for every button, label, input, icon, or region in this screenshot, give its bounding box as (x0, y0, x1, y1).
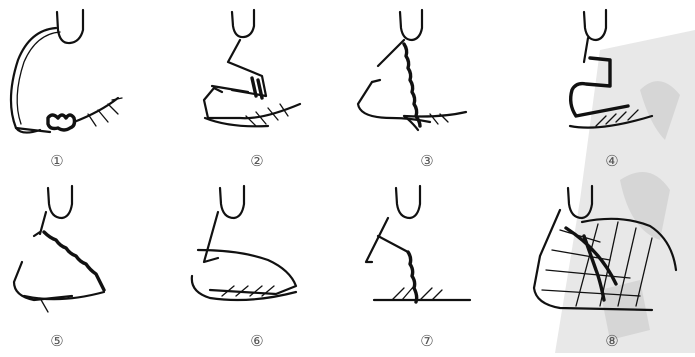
panel-label-5: ⑤ (37, 332, 77, 350)
panel-label-4: ④ (592, 152, 632, 170)
diagram-panel-5 (14, 186, 104, 312)
diagram-panel-6 (192, 186, 296, 300)
panel-label-3: ③ (407, 152, 447, 170)
panel-label-2: ② (237, 152, 277, 170)
diagram-panel-3 (358, 10, 466, 130)
diagram-panel-7 (366, 186, 470, 302)
panel-label-6: ⑥ (237, 332, 277, 350)
panel-label-8: ⑧ (592, 332, 632, 350)
panel-label-1: ① (37, 152, 77, 170)
panel-label-7: ⑦ (407, 332, 447, 350)
diagram-panel-1 (11, 10, 122, 133)
diagram-panel-2 (204, 10, 300, 126)
